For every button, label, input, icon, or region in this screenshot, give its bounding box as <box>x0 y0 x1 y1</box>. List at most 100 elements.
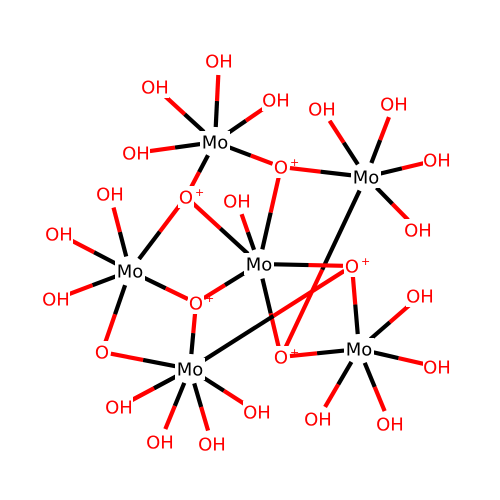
atom-label: Mo <box>246 255 273 276</box>
atom-label: O <box>274 158 288 179</box>
bond-mo3-oh11-half-1 <box>93 250 118 266</box>
atom-label: OH <box>423 151 451 172</box>
atom-label: OH <box>304 410 332 431</box>
atom-label: OH <box>404 221 432 242</box>
atom-label-background <box>351 166 381 188</box>
atom-label: Mo <box>117 262 144 283</box>
bond-mo4-oh9-half-1 <box>245 231 257 251</box>
atom-label-background <box>243 401 271 423</box>
atom-label: OH <box>42 290 70 311</box>
atom-oh11: OH <box>45 223 73 246</box>
bond-mo6-o5-half-1 <box>201 314 275 363</box>
bond-mo2-oh8-half-1 <box>375 186 394 206</box>
atom-label-background <box>122 142 150 164</box>
bond-mo5-o4-half-1 <box>316 348 345 356</box>
bond-mo4-o4-half-1 <box>260 278 273 314</box>
bond-mo6-oh20-half-2 <box>163 405 177 430</box>
atom-mo5: Mo <box>344 338 374 361</box>
charge-label: + <box>205 292 214 305</box>
atom-label-background <box>423 149 451 171</box>
atom-label-background <box>115 260 145 282</box>
charge-label: + <box>195 186 204 199</box>
bond-mo1-oh4-half-2 <box>149 145 176 154</box>
atom-label: OH <box>406 287 434 308</box>
charge-label: + <box>290 346 299 359</box>
bond-mo5-o5-half-2 <box>350 274 358 305</box>
atom-label-background <box>423 356 451 378</box>
atom-label: OH <box>198 435 226 456</box>
bond-mo3-o3-half-1 <box>142 275 167 291</box>
bond-mo1-oh2-half-2 <box>163 94 187 116</box>
atom-oh12: OH <box>42 288 70 311</box>
atom-label-background <box>273 156 289 178</box>
atom-label-background <box>244 253 274 275</box>
atom-label: O <box>345 257 359 278</box>
atom-label-background <box>406 285 434 307</box>
atom-label-background <box>380 93 408 115</box>
atom-label: OH <box>205 52 233 73</box>
atom-label: O <box>274 348 288 369</box>
bond-mo3-oh12-half-2 <box>68 283 94 297</box>
atom-label: OH <box>122 144 150 165</box>
atom-mo3: Mo <box>115 260 145 283</box>
bond-mo6-oh21-half-1 <box>192 382 204 408</box>
atom-oh14: OH <box>423 356 451 379</box>
bond-mo3-o3-half-2 <box>164 286 189 301</box>
atom-label-background <box>308 98 336 120</box>
atom-label: O <box>179 188 193 209</box>
bond-mo3-o6-half-2 <box>102 313 118 345</box>
bond-mo5-o5-half-1 <box>353 304 360 335</box>
bond-mo5-oh15-half-1 <box>336 360 354 386</box>
atom-oh10: OH <box>96 183 124 206</box>
atom-label: OH <box>308 100 336 121</box>
atom-label: OH <box>146 433 174 454</box>
atom-label-background <box>344 255 360 277</box>
atom-label-background <box>304 408 332 430</box>
atom-o4: O+ <box>273 346 299 369</box>
bond-mo4-o3-half-2 <box>202 283 227 301</box>
atom-label: OH <box>223 192 251 213</box>
atom-oh17: OH <box>105 396 133 419</box>
atom-label-background <box>198 433 226 455</box>
bond-mo6-oh18-half-2 <box>130 386 156 403</box>
bond-mo2-oh5-half-1 <box>341 141 360 166</box>
bond-mo1-oh3-half-2 <box>244 106 266 123</box>
atom-label-background <box>146 431 174 453</box>
atom-label-background <box>188 292 204 314</box>
bond-mo6-o5-half-2 <box>272 269 346 318</box>
atom-label-background <box>262 89 290 111</box>
atom-label-background <box>178 186 194 208</box>
bond-mo6-o6-half-1 <box>142 357 176 369</box>
atom-oh8: OH <box>404 219 432 242</box>
atom-oh6: OH <box>380 93 408 116</box>
atom-mo1: Mo <box>200 131 230 154</box>
atom-label: OH <box>243 403 271 424</box>
atom-label-background <box>141 76 169 98</box>
atom-label: Mo <box>202 133 229 154</box>
charge-label: + <box>361 255 370 268</box>
atom-label-background <box>223 190 251 212</box>
bond-mo4-o2-half-2 <box>191 201 222 231</box>
atom-label: O <box>95 343 109 364</box>
atom-mo6: Mo <box>175 358 205 381</box>
bond-mo2-oh6-half-1 <box>369 139 383 164</box>
bond-mo5-oh14-half-1 <box>373 350 399 361</box>
atom-label-background <box>273 346 289 368</box>
atom-o1: O+ <box>273 156 299 179</box>
atom-label-background <box>42 288 70 310</box>
atom-label: O <box>189 294 203 315</box>
bond-mo1-o1-half-1 <box>228 145 252 158</box>
atom-oh9: OH <box>223 190 251 213</box>
atom-oh2: OH <box>141 76 169 99</box>
bond-mo5-oh13-half-2 <box>388 303 411 324</box>
bond-mo3-o2-half-1 <box>137 230 162 261</box>
bond-mo3-oh12-half-1 <box>91 274 117 288</box>
atom-label: OH <box>45 225 73 246</box>
bond-mo2-oh7-half-2 <box>401 161 424 171</box>
bond-mo6-oh20-half-1 <box>172 382 187 407</box>
bond-mo5-oh15-half-2 <box>323 383 341 408</box>
bond-mo6-o6-half-2 <box>110 351 144 362</box>
bond-mo4-oh9-half-2 <box>239 213 250 233</box>
atom-label-background <box>175 358 205 380</box>
